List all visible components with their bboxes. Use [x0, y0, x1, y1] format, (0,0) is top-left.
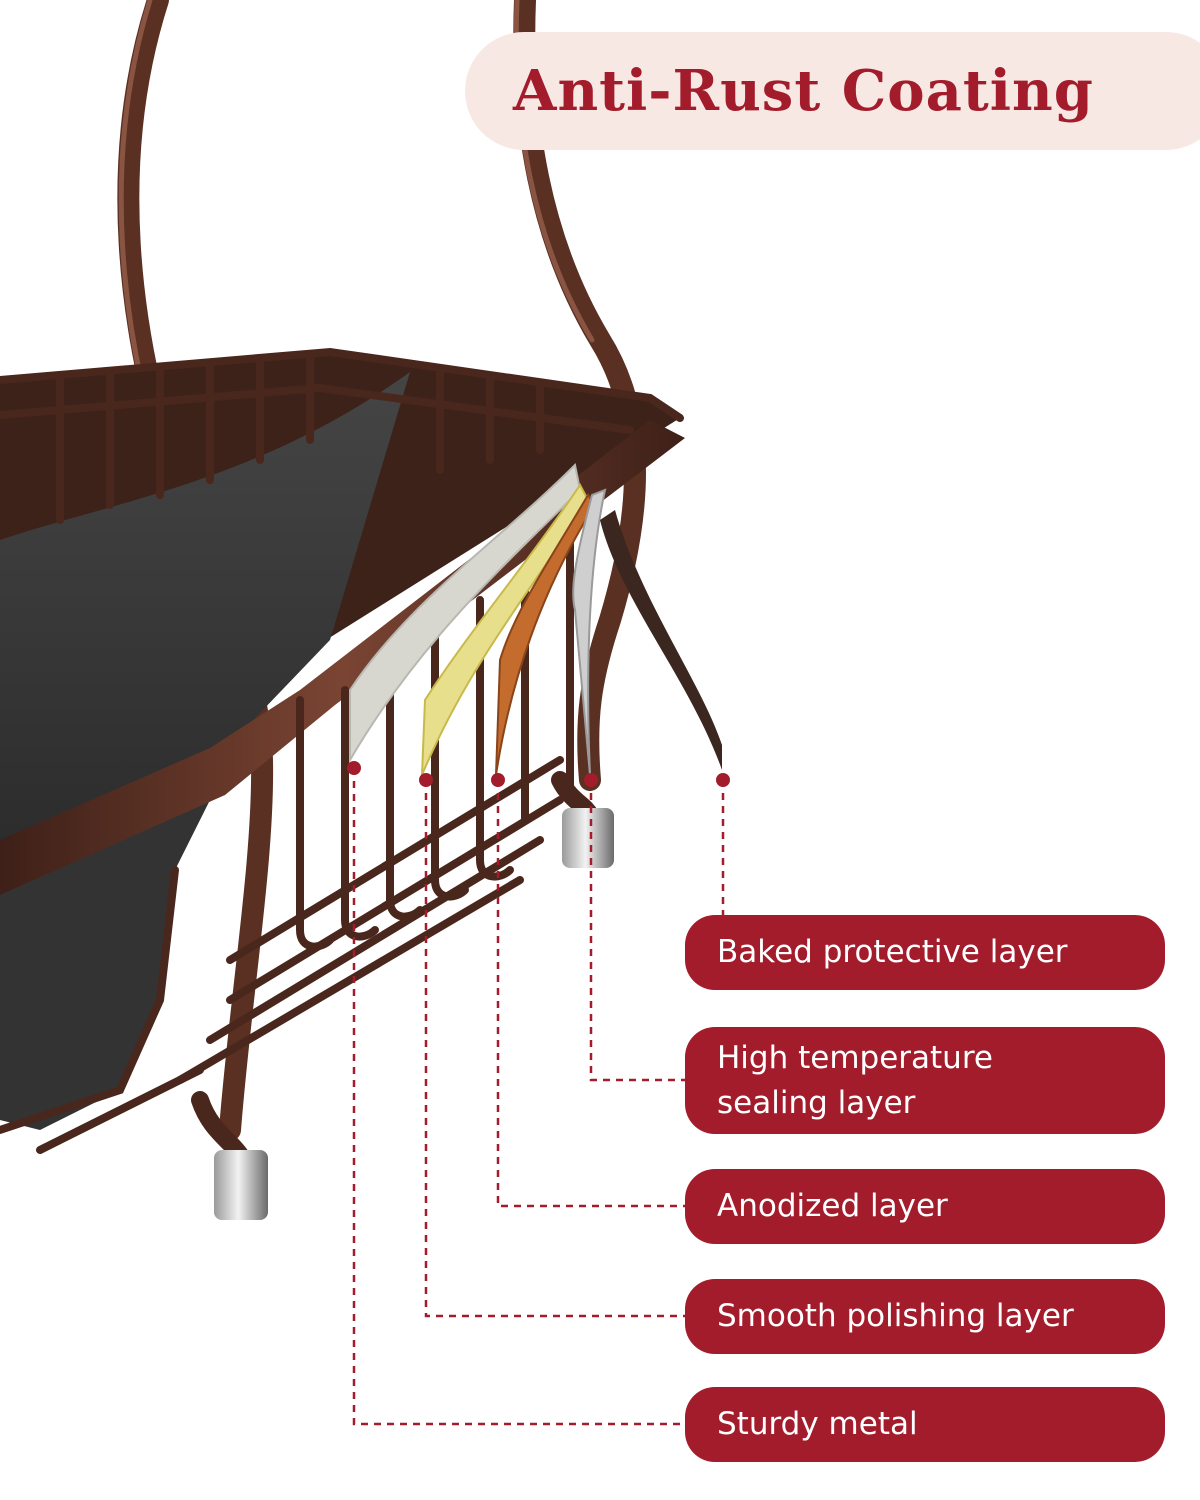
label-high-temperature-sealing-layer: High temperature sealing layer	[685, 1027, 1165, 1134]
label-anodized-layer: Anodized layer	[685, 1169, 1165, 1244]
basket-shelf	[0, 352, 685, 1130]
label-smooth-polishing-layer: Smooth polishing layer	[685, 1279, 1165, 1354]
page-title: Anti-Rust Coating	[513, 58, 1094, 124]
basket-wires	[0, 347, 684, 1154]
callout-leaders	[352, 768, 725, 1426]
label-baked-protective-layer: Baked protective layer	[685, 915, 1165, 990]
label-sturdy-metal: Sturdy metal	[685, 1387, 1165, 1462]
callout-dots	[347, 761, 730, 787]
title-banner: Anti-Rust Coating	[465, 32, 1200, 150]
basket-feet	[191, 771, 614, 1220]
coating-layers	[349, 462, 722, 776]
